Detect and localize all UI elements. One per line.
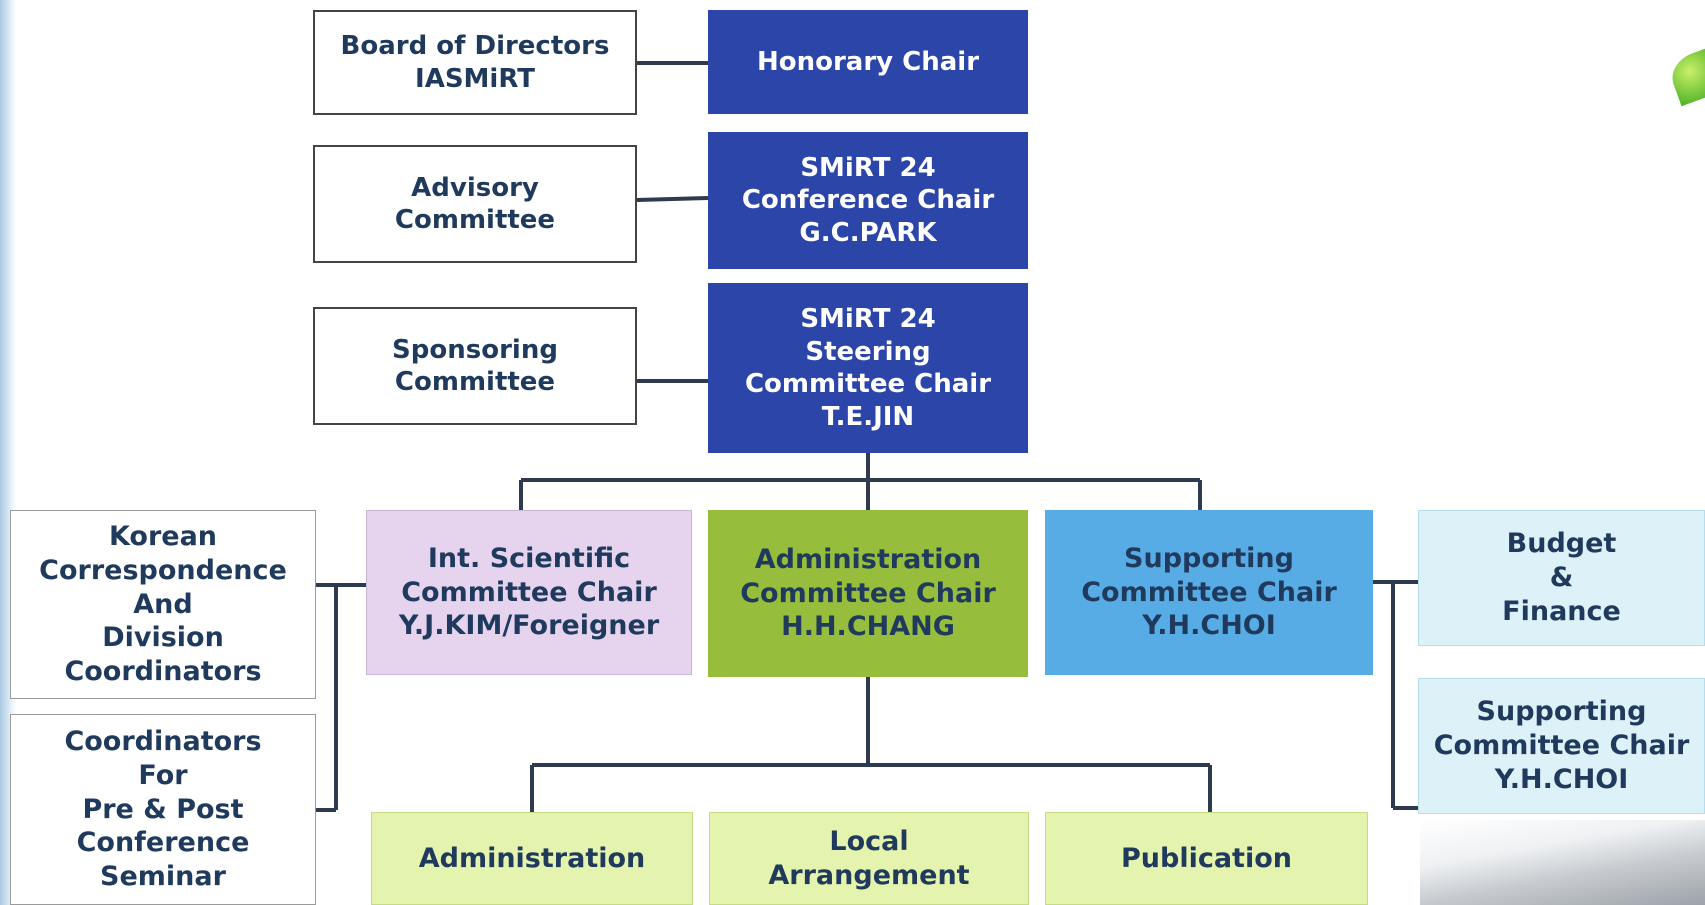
board-of-directors-box: Board of Directors IASMiRT [313, 10, 637, 115]
honorary-chair-box: Honorary Chair [708, 10, 1028, 114]
advisory-committee-box: Advisory Committee [313, 145, 637, 263]
local-arrangement-box: Local Arrangement [709, 812, 1029, 905]
steering-committee-chair-box: SMiRT 24 Steering Committee Chair T.E.JI… [708, 283, 1028, 453]
sponsoring-committee-box: Sponsoring Committee [313, 307, 637, 425]
korean-correspondence-box: Korean Correspondence And Division Coord… [10, 510, 316, 699]
supporting-committee-chair-box: Supporting Committee Chair Y.H.CHOI [1045, 510, 1373, 675]
administration-box: Administration [371, 812, 693, 905]
supporting-committee-sub-box: Supporting Committee Chair Y.H.CHOI [1418, 678, 1705, 814]
int-scientific-committee-box: Int. Scientific Committee Chair Y.J.KIM/… [366, 510, 692, 675]
budget-finance-box: Budget & Finance [1418, 510, 1705, 646]
coordinators-seminar-box: Coordinators For Pre & Post Conference S… [10, 714, 316, 905]
publication-box: Publication [1045, 812, 1368, 905]
administration-committee-chair-box: Administration Committee Chair H.H.CHANG [708, 510, 1028, 677]
connector-advisory-conference [636, 196, 709, 202]
city-photo-decoration [1420, 820, 1705, 905]
conference-chair-box: SMiRT 24 Conference Chair G.C.PARK [708, 132, 1028, 269]
